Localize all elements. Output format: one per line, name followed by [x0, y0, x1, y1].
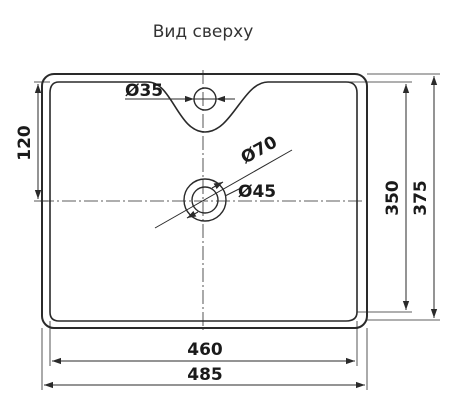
- tap-hole-diameter-label: Ø35: [125, 81, 163, 101]
- inner-depth-label: 350: [383, 180, 403, 216]
- drain-outer-diameter-label: Ø70: [238, 132, 281, 168]
- drain-outer-ring: [183, 178, 227, 222]
- drain-outer-arrow-b: [211, 181, 224, 190]
- drain-diagonal-leader: [154, 149, 293, 229]
- drain-inner-leader: [224, 185, 246, 197]
- tap-offset-label: 120: [15, 125, 35, 161]
- drain-inner-ring: [191, 186, 219, 214]
- view-title: Вид сверху: [153, 22, 254, 42]
- basin-inner-outline: [49, 81, 358, 322]
- outer-depth-label: 375: [411, 180, 431, 216]
- drain-outer-arrow-a: [186, 210, 199, 219]
- drain-inner-diameter-label: Ø45: [238, 182, 276, 202]
- outer-width-label: 485: [187, 365, 223, 385]
- inner-width-label: 460: [187, 340, 223, 360]
